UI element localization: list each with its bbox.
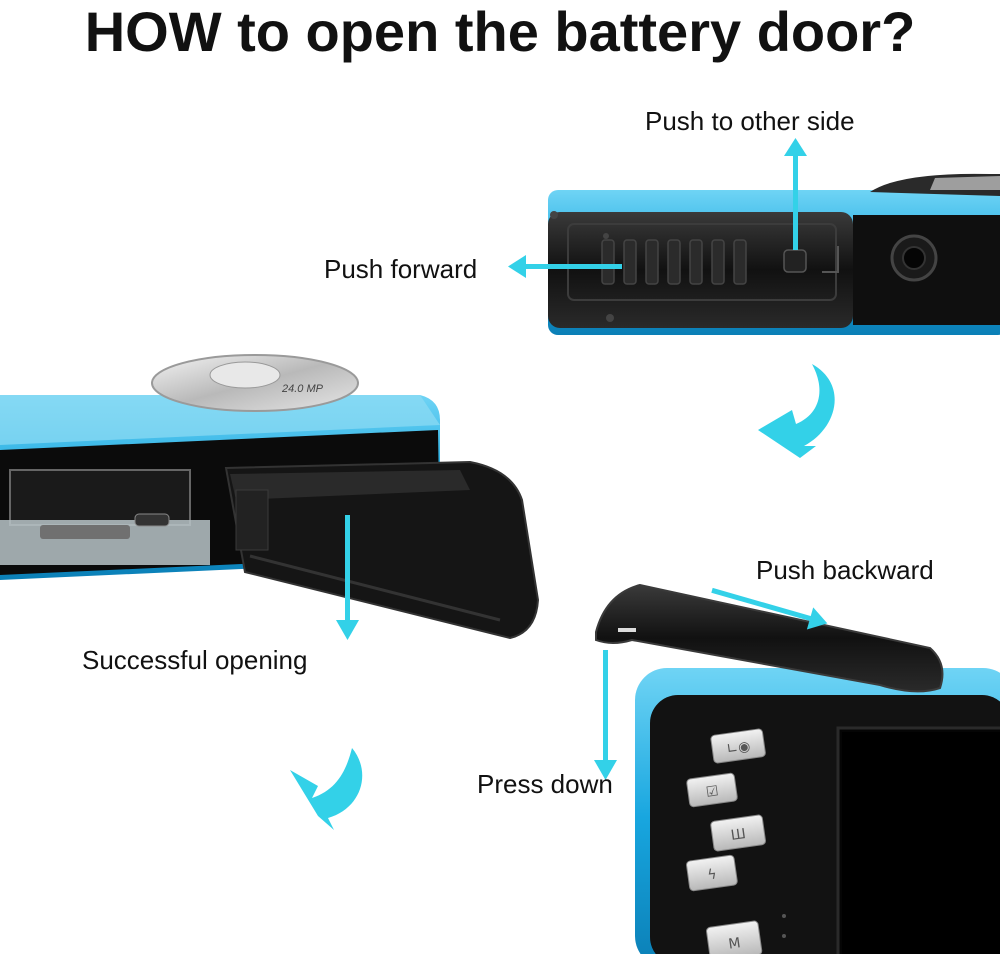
playback-button-glyph: ☑ <box>705 783 720 801</box>
playback-button <box>686 772 738 808</box>
menu-button <box>706 920 763 954</box>
battery-door-grip <box>601 239 747 285</box>
label-push-backward: Push backward <box>756 555 934 585</box>
lifted-battery-door <box>595 583 944 693</box>
arrow-press-down-icon <box>603 650 608 762</box>
flash-button <box>686 854 738 892</box>
label-push-other-side: Push to other side <box>645 106 855 136</box>
menu-button-glyph: M <box>727 935 741 953</box>
door-latch <box>783 249 807 273</box>
instruction-arrows <box>290 138 835 830</box>
lens-text: 24.0 MP <box>281 383 324 395</box>
label-press-down: Press down <box>477 769 613 799</box>
delete-button <box>710 814 766 852</box>
mode-button-glyph: ∟◉ <box>725 738 751 757</box>
arrow-left-icon <box>522 264 622 269</box>
camera-open-door: 24.0 MP <box>0 354 540 640</box>
menu-buttons: ∟◉ ☑ Ш ϟ M <box>686 728 766 954</box>
camera-back-view: ∟◉ ☑ Ш ϟ M <box>595 583 1000 954</box>
arrow-up-icon <box>793 150 798 250</box>
flash-button-glyph: ϟ <box>706 866 717 883</box>
arrow-backward-icon <box>711 587 828 630</box>
label-successful-opening: Successful opening <box>82 645 308 675</box>
camera-side-view <box>548 173 1000 335</box>
arrow-down-icon <box>345 515 350 623</box>
page-title: HOW to open the battery door? <box>84 0 916 63</box>
curved-arrow-icon <box>290 748 363 830</box>
mode-button <box>710 728 766 764</box>
delete-button-glyph: Ш <box>730 826 747 844</box>
curved-arrow-icon <box>758 364 835 458</box>
battery-door <box>224 460 540 640</box>
label-push-forward: Push forward <box>324 254 478 284</box>
